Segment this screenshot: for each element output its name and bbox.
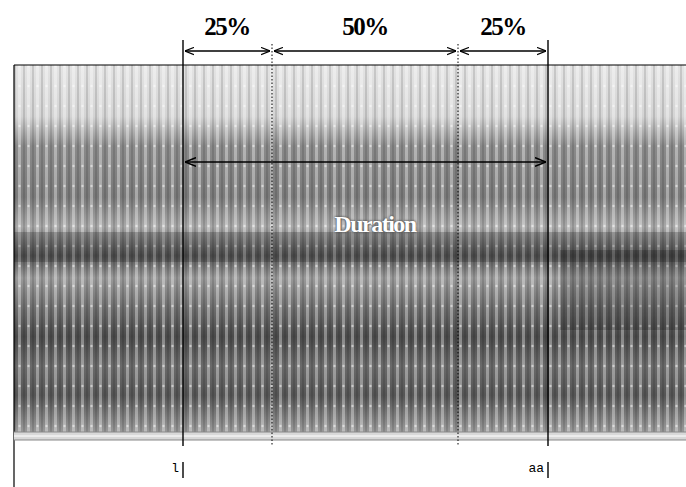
percent-label: 25% [204,14,250,39]
percent-label: 50% [342,14,388,39]
segment-label: l [171,462,179,475]
duration-label: Duration [334,212,415,236]
segment-label: aa [528,462,544,475]
percent-label: 25% [480,14,526,39]
